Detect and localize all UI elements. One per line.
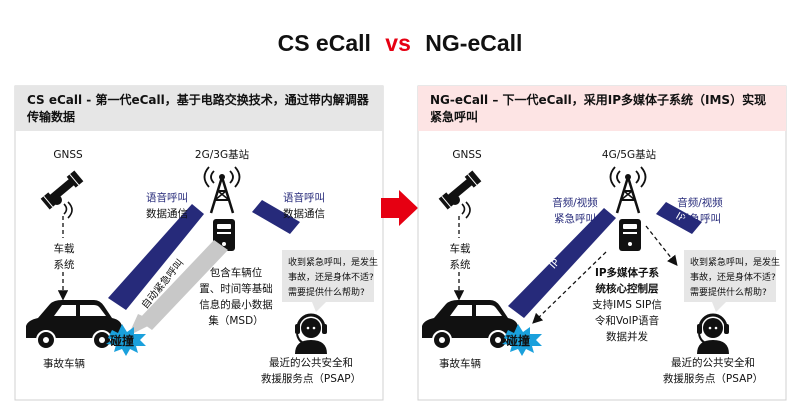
left-vehicle-system-label-2: 系统 <box>54 258 75 271</box>
server-icon <box>619 219 641 251</box>
left-msd-line4: 集（MSD） <box>208 314 263 327</box>
right-return-dashed-arrow <box>532 251 607 324</box>
right-ims-line4: 令和VoIP语音 <box>595 314 659 327</box>
right-header-line2: 紧急呼叫 <box>430 109 478 124</box>
right-panel-header <box>418 86 786 131</box>
left-station-label: 2G/3G基站 <box>195 148 250 161</box>
crash-burst-icon <box>502 324 542 356</box>
left-uplink-label-1: 语音呼叫 <box>146 191 188 204</box>
right-crash-label: 碰撞 <box>505 333 530 348</box>
left-bubble-line3: 需要提供什么帮助? <box>288 286 365 298</box>
crash-burst-icon <box>106 324 146 356</box>
left-gnss-label: GNSS <box>53 149 83 161</box>
left-panel-header <box>15 86 383 131</box>
title-right: NG-eCall <box>425 30 522 56</box>
left-msd-band <box>138 240 228 330</box>
right-bubble-line2: 事故，还是身体不适? <box>690 271 776 283</box>
right-downlink-label-1: 音频/视频 <box>677 196 723 209</box>
right-gnss-label: GNSS <box>452 149 482 161</box>
right-psap-bubble <box>684 250 776 302</box>
left-msd-line1: 包含车辆位 <box>210 266 263 279</box>
right-ims-line2: 统核心控制层 <box>596 282 659 295</box>
left-uplink-label-2: 数据通信 <box>146 207 188 220</box>
left-downlink-label-2: 数据通信 <box>283 207 325 220</box>
title-left: CS eCall <box>278 30 371 56</box>
right-downlink-label-2: 紧急呼叫 <box>679 212 721 225</box>
left-crash-label: 碰撞 <box>109 333 134 348</box>
left-msd-line3: 信息的最小数据 <box>199 298 273 311</box>
right-uplink-label-1: 音频/视频 <box>552 196 598 209</box>
right-ims-line5: 数据并发 <box>606 330 648 343</box>
left-psap-line1: 最近的公共安全和 <box>269 356 353 369</box>
right-ims-line1: IP多媒体子系 <box>595 266 660 279</box>
title-vs: vs <box>385 30 411 56</box>
left-header-line1: CS eCall - 第一代eCall，基于电路交换技术，通过带内解调器 <box>27 92 370 107</box>
left-msd-line2: 置、时间等基础 <box>199 282 273 295</box>
right-uplink-band <box>508 208 616 318</box>
left-psap-bubble <box>282 250 374 302</box>
left-downlink-band <box>252 200 300 234</box>
left-bubble-line1: 收到紧急呼叫，是发生 <box>288 256 378 268</box>
right-bubble-line3: 需要提供什么帮助? <box>690 286 767 298</box>
right-ims-line3: 支持IMS SIP信 <box>592 298 662 311</box>
right-vehicle-label: 事故车辆 <box>439 357 481 370</box>
left-header-line2: 传输数据 <box>26 109 75 124</box>
right-psap-line2: 救援服务点（PSAP） <box>663 372 763 385</box>
left-vehicle-system-label-1: 车载 <box>54 242 75 255</box>
left-bubble-line2: 事故，还是身体不适? <box>288 271 374 283</box>
left-psap-line2: 救援服务点（PSAP） <box>261 372 361 385</box>
left-uplink-band <box>108 204 204 310</box>
right-uplink-label-2: 紧急呼叫 <box>554 212 596 225</box>
right-vehicle-system-label-2: 系统 <box>450 258 471 271</box>
left-downlink-label-1: 语音呼叫 <box>283 191 325 204</box>
left-panel: CS eCall - 第一代eCall，基于电路交换技术，通过带内解调器 传输数… <box>14 85 384 401</box>
page-title: CS eCall vs NG-eCall <box>278 30 523 56</box>
right-bubble-line1: 收到紧急呼叫，是发生 <box>690 256 780 268</box>
right-station-label: 4G/5G基站 <box>602 148 657 161</box>
right-psap-line1: 最近的公共安全和 <box>671 356 755 369</box>
compare-arrow-icon <box>381 190 418 226</box>
right-panel: NG-eCall – 下一代eCall，采用IP多媒体子系统（IMS）实现 紧急… <box>417 85 787 401</box>
right-vehicle-system-label-1: 车载 <box>450 242 471 255</box>
left-vehicle-label: 事故车辆 <box>43 357 85 370</box>
right-downlink-band <box>656 202 702 234</box>
left-msd-band-tip <box>128 314 156 336</box>
right-header-line1: NG-eCall – 下一代eCall，采用IP多媒体子系统（IMS）实现 <box>430 92 766 107</box>
right-psap-dashed-arrow <box>645 225 678 267</box>
